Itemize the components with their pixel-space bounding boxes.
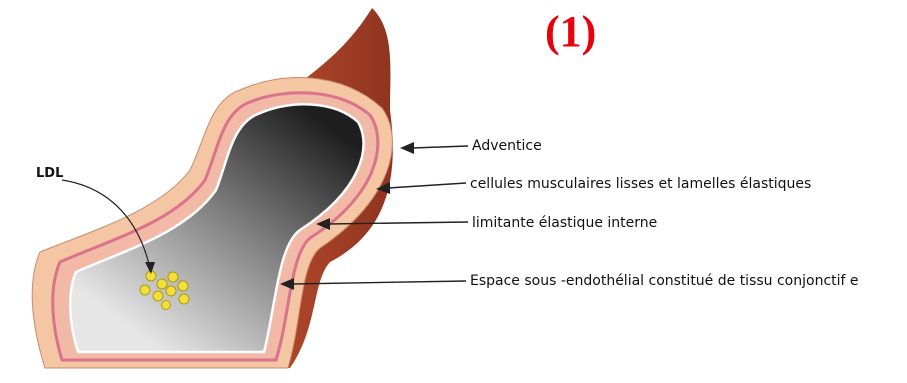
label-internal-elastic-lamina: limitante élastique interne [472,215,657,231]
label-subendothelial-space: Espace sous -endothélial constitué de ti… [470,273,859,289]
label-ldl: LDL [36,166,63,181]
adventice-arrow [412,146,468,148]
label-adventice: Adventice [472,138,542,154]
figure-number: (1) [545,6,596,57]
label-smooth-muscle: cellules musculaires lisses et lamelles … [470,176,811,192]
adventice-arrowhead [400,142,414,154]
muscle-arrow [388,183,466,188]
